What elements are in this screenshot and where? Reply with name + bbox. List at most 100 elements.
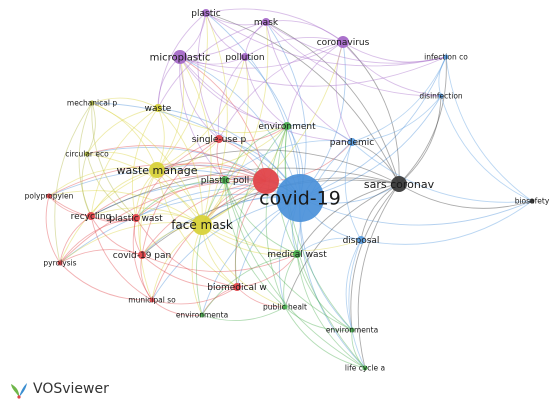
network-link — [86, 107, 159, 155]
node-label-infection[interactable]: infection co — [424, 53, 468, 62]
network-link — [86, 145, 267, 182]
network-link — [201, 21, 269, 226]
network-link — [140, 254, 153, 301]
node-label-disposal[interactable]: disposal — [343, 236, 380, 246]
node-biosafety[interactable] — [529, 198, 535, 204]
node-disinfection[interactable] — [438, 93, 444, 99]
node-label-circular[interactable]: circular eco — [65, 150, 109, 159]
node-environmenta2[interactable] — [349, 327, 355, 333]
node-environment[interactable] — [283, 122, 291, 130]
app-name: VOSviewer — [33, 381, 109, 397]
node-label-environmenta1[interactable]: environmenta — [176, 311, 228, 320]
network-link — [151, 299, 203, 316]
node-label-plasticwast[interactable]: plastic wast — [109, 214, 163, 224]
network-link — [179, 56, 226, 181]
node-label-covid[interactable]: covid-19 — [259, 188, 341, 210]
node-plasticpoll[interactable] — [221, 176, 229, 184]
node-label-pandemic[interactable]: pandemic — [330, 138, 374, 148]
network-link — [179, 56, 301, 199]
node-label-plastic[interactable]: plastic — [191, 9, 220, 19]
node-label-pollution[interactable]: pollution — [225, 53, 264, 63]
node-infection[interactable] — [443, 54, 449, 60]
label-layer: covid-19 sars coronav face mask waste manag… — [25, 9, 550, 372]
node-municipal[interactable] — [149, 297, 155, 303]
node-label-polypropylen[interactable]: polypropylen — [25, 192, 74, 201]
network-link — [195, 179, 226, 316]
node-environmenta1[interactable] — [199, 312, 205, 318]
node-lifecycle[interactable] — [362, 365, 368, 371]
node-label-facemask[interactable]: face mask — [171, 218, 233, 232]
node-pandemic[interactable] — [348, 138, 356, 146]
network-link — [90, 174, 267, 217]
node-label-mask[interactable]: mask — [254, 18, 279, 28]
network-link — [244, 37, 344, 58]
node-label-plasticpoll[interactable]: plastic poll — [201, 176, 249, 186]
network-link — [224, 179, 286, 308]
node-recycling[interactable] — [87, 212, 95, 220]
network-link — [342, 41, 400, 185]
node-label-municipal[interactable]: municipal so — [128, 296, 176, 305]
node-label-covidpan[interactable]: covid-19 pan — [113, 251, 172, 261]
node-label-biosafety[interactable]: biosafety — [515, 197, 550, 206]
node-label-biomedical[interactable]: biomedical w — [207, 283, 266, 293]
node-label-recycling[interactable]: recycling — [71, 212, 112, 222]
network-link — [138, 169, 158, 256]
network-link — [296, 253, 366, 369]
network-link — [345, 239, 362, 331]
node-label-environment[interactable]: environment — [258, 122, 316, 132]
network-link — [350, 183, 400, 331]
node-label-wastemanage[interactable]: waste manage — [117, 164, 198, 177]
network-link — [141, 138, 220, 256]
node-label-lifecycle[interactable]: life cycle a — [345, 364, 385, 373]
node-disposal[interactable] — [357, 236, 365, 244]
node-label-waste[interactable]: waste — [145, 104, 172, 114]
node-singleuse[interactable] — [215, 135, 223, 143]
network-link — [296, 253, 353, 331]
network-link — [59, 249, 143, 264]
node-redhub[interactable] — [253, 168, 279, 194]
node-pyrolysis[interactable] — [57, 260, 63, 266]
node-plasticwast[interactable] — [132, 214, 140, 222]
network-link — [205, 12, 400, 185]
node-label-pyrolysis[interactable]: pyrolysis — [43, 259, 76, 268]
node-medicalwast[interactable] — [293, 250, 301, 258]
node-biomedical[interactable] — [233, 283, 241, 291]
node-waste[interactable] — [154, 104, 162, 112]
network-link — [299, 56, 447, 199]
node-polypropylen[interactable] — [46, 193, 52, 199]
node-label-medicalwast[interactable]: medical wast — [267, 250, 327, 260]
node-pollution[interactable] — [241, 53, 249, 61]
node-label-publichealt[interactable]: public healt — [263, 303, 307, 312]
network-link — [90, 215, 143, 256]
network-link — [342, 41, 442, 97]
network-link — [156, 56, 185, 171]
node-sars[interactable] — [391, 176, 407, 192]
network-link — [59, 193, 301, 264]
node-plastic[interactable] — [202, 9, 210, 17]
network-link — [156, 12, 208, 171]
network-link — [284, 306, 366, 369]
node-covidpan[interactable] — [138, 251, 146, 259]
node-label-disinfection[interactable]: disinfection — [419, 92, 463, 101]
node-mechanical[interactable] — [89, 100, 95, 106]
node-facemask[interactable] — [192, 215, 212, 235]
network-link — [351, 95, 442, 143]
node-circular[interactable] — [84, 151, 90, 157]
node-covid[interactable] — [276, 174, 324, 222]
node-coronavirus[interactable] — [337, 36, 349, 48]
node-label-mechanical[interactable]: mechanical p — [67, 99, 117, 108]
node-publichealt[interactable] — [282, 304, 288, 310]
node-mask[interactable] — [262, 18, 270, 26]
node-label-sars[interactable]: sars coronav — [364, 178, 435, 191]
network-link — [438, 56, 447, 97]
network-link — [141, 180, 267, 256]
node-label-microplastic[interactable]: microplastic — [150, 53, 211, 64]
node-label-coronavirus[interactable]: coronavirus — [317, 38, 370, 48]
node-wastemanage[interactable] — [149, 162, 165, 178]
node-label-environmenta2[interactable]: environmenta — [326, 326, 378, 335]
node-microplastic[interactable] — [173, 50, 187, 64]
network-link — [59, 222, 203, 264]
node-label-singleuse[interactable]: single-use p — [192, 135, 247, 145]
